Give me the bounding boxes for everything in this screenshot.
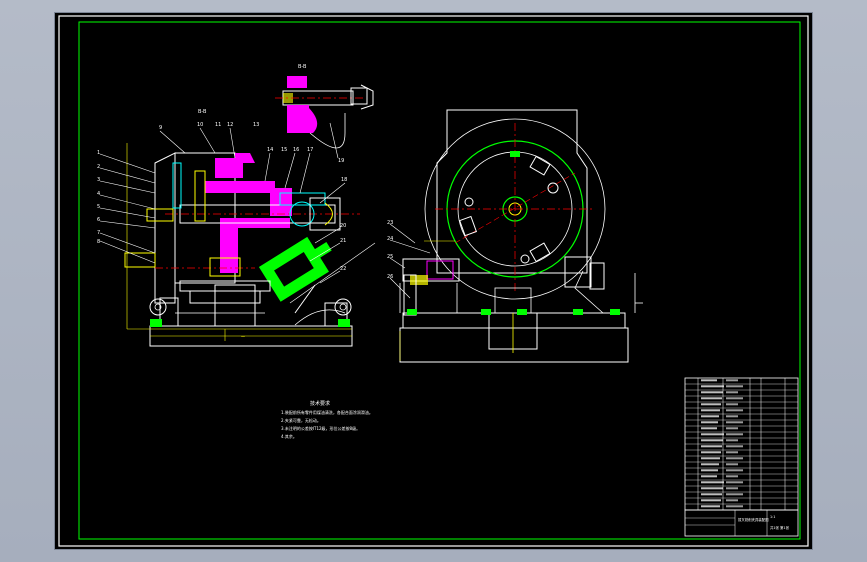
technical-notes: 技术要求 1.装配前所有零件用煤油清洗，各配合面涂润滑油。 2.夹紧可靠，无松动… [281,400,373,439]
bom-cell-text-mark [726,391,738,394]
right-elevation-view: 23 24 25 26 [387,109,643,363]
svg-text:—: — [241,334,245,339]
bom-cell-text-mark [701,403,721,406]
notes-title: 技术要求 [310,400,330,407]
bom-cell-text-mark [701,391,723,394]
bom-cell-text-mark [726,385,743,388]
inner-frame [78,21,801,540]
note-3: 3.未注明的公差按IT12级，形位公差按8级。 [281,425,360,431]
part-label-1: 1 [97,150,100,156]
note-4: 4.其余。 [281,433,297,439]
bom-cell-text-mark [701,397,722,400]
bom-cell-text-mark [726,475,738,478]
note-2: 2.夹紧可靠，无松动。 [281,417,321,423]
bom-cell-text-mark [701,451,721,454]
title-scale: 1:1 [770,515,775,519]
bom-cell-text-mark [726,439,738,442]
bom-cell-text-mark [726,397,743,400]
bom-cell-text-mark [701,421,718,424]
part-label-25: 25 [387,254,393,260]
bom-cell-text-mark [726,457,743,460]
left-section-view: 1 2 3 4 5 6 7 8 9 10 11 12 13 14 15 16 1… [97,109,376,347]
title-block: 拨叉铣削夹具装配图 1:1 共1张 第1张 [684,509,799,537]
bom-cell-text-mark [726,445,743,448]
part-label-2: 2 [97,164,100,170]
part-label-13: 13 [253,122,259,128]
detail-view: B-B 19 [275,64,374,164]
bom-cell-text-mark [701,379,717,382]
bom-cell-text-mark [701,505,720,508]
bom-cell-text-mark [701,487,723,490]
bom-cell-text-mark [726,403,738,406]
part-label-8: 8 [97,239,100,245]
bom-cell-text-mark [701,427,717,430]
part-label-16: 16 [293,147,299,153]
bom-cell-text-mark [701,463,719,466]
bom-cell-text-mark [726,421,743,424]
part-label-3: 3 [97,177,100,183]
bom-cell-text-mark [726,427,738,430]
bom-cell-text-mark [701,445,722,448]
bom-cell-text-mark [701,499,721,502]
cad-drawing: 1 2 3 4 5 6 7 8 9 10 11 12 13 14 15 16 1… [58,15,809,547]
bom-cell-text-mark [701,493,722,496]
bom-cell-text-mark [701,475,717,478]
part-label-6: 6 [97,217,100,223]
part-label-23: 23 [387,220,393,226]
detail-label: B-B [298,64,307,70]
part-labels-right: 23 24 25 26 [387,220,393,280]
part-label-11: 11 [215,122,221,128]
bom-cell-text-mark [701,469,718,472]
part-label-14: 14 [267,147,273,153]
drawing-viewport[interactable]: 1 2 3 4 5 6 7 8 9 10 11 12 13 14 15 16 1… [55,13,812,549]
bom-cell-text-mark [726,487,738,490]
part-label-10: 10 [197,122,203,128]
bom-cell-text-mark [726,433,743,436]
bom-cell-text-mark [701,457,720,460]
part-labels-left: 1 2 3 4 5 6 7 8 9 10 11 12 13 14 15 16 1… [97,122,347,272]
bom-cell-text-mark [701,433,724,436]
bom-cell-text-mark [701,385,724,388]
section-label: B-B [198,109,207,115]
title-drawing-name: 拨叉铣削夹具装配图 [738,517,769,522]
bom-cell-text-mark [726,469,743,472]
part-label-19: 19 [338,158,344,164]
bom-table [684,377,799,511]
note-1: 1.装配前所有零件用煤油清洗，各配合面涂润滑油。 [281,409,373,415]
bom-cell-text-mark [726,499,738,502]
bom-cell-text-mark [701,481,724,484]
part-label-7: 7 [97,230,100,236]
bom-cell-text-mark [726,505,743,508]
part-label-17: 17 [307,147,313,153]
part-label-9: 9 [159,125,162,131]
bom-cell-text-mark [701,439,723,442]
part-label-15: 15 [281,147,287,153]
bom-cell-text-mark [726,481,743,484]
part-label-5: 5 [97,204,100,210]
part-label-20: 20 [340,223,346,229]
bom-cell-text-mark [726,409,743,412]
part-label-4: 4 [97,191,100,197]
bom-cell-text-mark [726,415,738,418]
bom-cell-text-mark [726,379,738,382]
title-sheet: 共1张 第1张 [770,525,790,530]
part-label-18: 18 [341,177,347,183]
bom-cell-text-mark [701,409,720,412]
part-label-12: 12 [227,122,233,128]
bom-cell-text-mark [726,451,738,454]
bom-cell-text-mark [726,463,738,466]
outer-border [58,15,809,547]
part-label-21: 21 [340,238,346,244]
part-label-24: 24 [387,236,393,242]
bom-cell-text-mark [701,415,719,418]
part-label-26: 26 [387,274,393,280]
bom-cell-text-mark [726,493,743,496]
part-label-22: 22 [340,266,346,272]
